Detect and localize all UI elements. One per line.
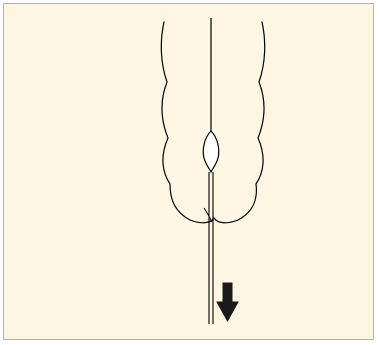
withdraw-arrow-icon bbox=[217, 283, 238, 321]
swab-tip-icon bbox=[203, 131, 218, 172]
inner-fold-icon bbox=[204, 208, 212, 222]
